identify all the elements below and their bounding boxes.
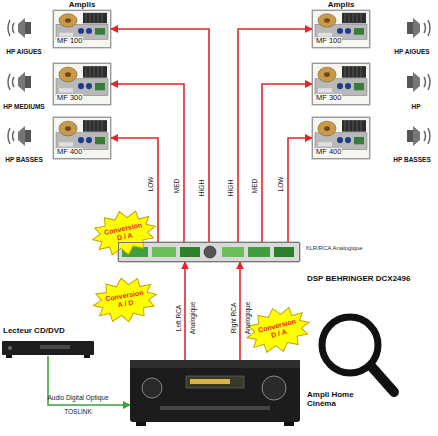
signal-arrow [239, 262, 241, 360]
model-label: MF 100 [315, 37, 342, 45]
amplifier-box: MF 400 [53, 117, 111, 159]
signal-label: LOW [147, 169, 154, 199]
signal-arrow [184, 262, 186, 360]
speaker-label: HP [396, 103, 436, 110]
amplifier-box: MF 100 [312, 10, 370, 48]
dsp-unit: DSP BEHRINGER DCX2496 [118, 242, 300, 262]
starburst [88, 205, 160, 261]
speaker-label: HP BASSES [389, 156, 435, 163]
speaker-label: HP AIGUES [389, 48, 435, 55]
model-label: MF 300 [315, 94, 342, 102]
signal-label: LOW [277, 169, 284, 199]
signal-label: MED [251, 171, 258, 201]
signal-label: Audio Digital Optique TOSLINK [42, 391, 114, 419]
device-label: DSP BEHRINGER DCX2496 [307, 275, 438, 284]
amplifier-box: MF 400 [312, 117, 370, 159]
model-label: MF 400 [56, 148, 83, 156]
starburst [90, 273, 161, 327]
amplifier-box: MF 300 [53, 63, 111, 105]
device-label: Lecteur CD/DVD [3, 327, 95, 336]
speaker-label: HP MEDIUMS [0, 103, 48, 110]
starburst [242, 301, 315, 359]
device-label: Ampli Home Cinéma [307, 391, 369, 409]
signal-label: Left RCA Analogique [172, 296, 200, 340]
amplifier-box: MF 100 [53, 10, 111, 48]
signal-arrow [111, 29, 209, 242]
section-label: Amplis [52, 0, 112, 9]
signal-arrow [262, 84, 312, 242]
model-label: MF 300 [56, 94, 83, 102]
section-label: Amplis [311, 0, 371, 9]
cd-player: Lecteur CD/DVD [2, 340, 94, 356]
magnifier-icon [322, 317, 394, 392]
signal-label: HIGH [198, 173, 205, 203]
speaker-label: HP AIGUES [1, 48, 47, 55]
av-receiver: Ampli Home Cinéma [130, 360, 300, 426]
amplifier-box: MF 300 [312, 63, 370, 105]
signal-arrow [238, 29, 312, 242]
signal-label: HIGH [227, 173, 234, 203]
signal-label: MED [173, 171, 180, 201]
port-label: XLR/RCA Analogique [299, 245, 369, 252]
model-label: MF 400 [315, 148, 342, 156]
signal-label: Right RCA Analogique [227, 296, 255, 340]
signal-arrow [288, 138, 312, 242]
speaker-label: HP BASSES [1, 156, 47, 163]
model-label: MF 100 [56, 37, 83, 45]
